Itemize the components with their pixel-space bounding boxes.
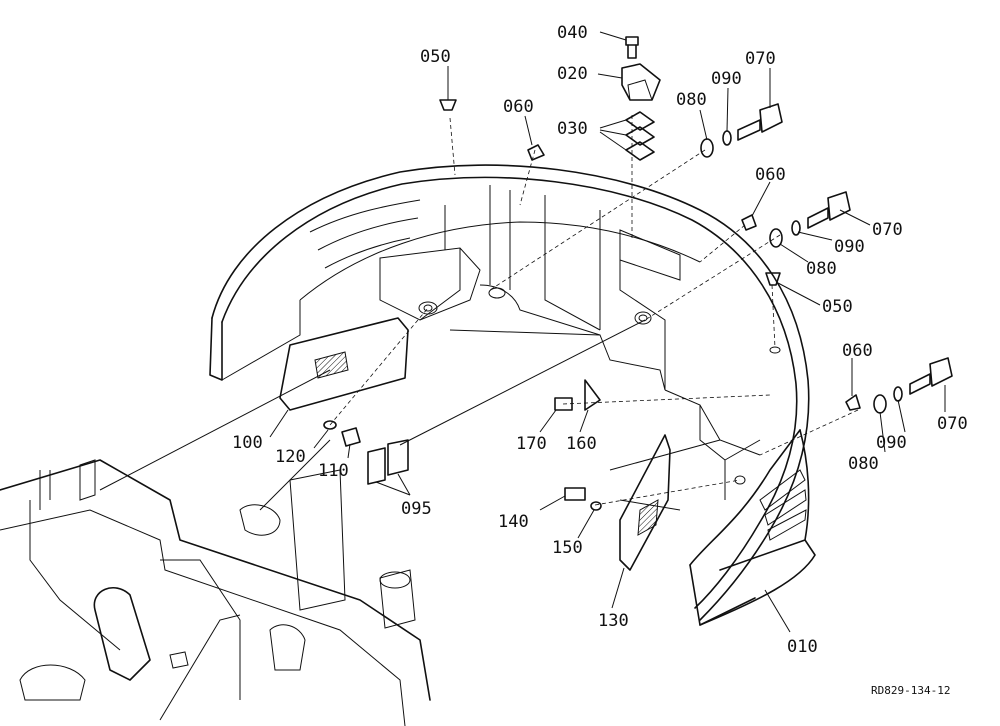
callout-070: 070 — [937, 414, 968, 434]
callout-130: 130 — [598, 611, 629, 631]
callout-060: 060 — [503, 97, 534, 117]
callout-040: 040 — [557, 23, 588, 43]
drawing-code: RD829-134-12 — [871, 684, 950, 697]
callout-100: 100 — [232, 433, 263, 453]
callout-140: 140 — [498, 512, 529, 532]
callout-030: 030 — [557, 119, 588, 139]
callout-080: 080 — [806, 259, 837, 279]
callout-110: 110 — [318, 461, 349, 481]
assembly-lines — [99, 115, 859, 511]
callout-120: 120 — [275, 447, 306, 467]
callout-010: 010 — [787, 637, 818, 657]
callout-070: 070 — [872, 220, 903, 240]
callout-080: 080 — [676, 90, 707, 110]
callout-070: 070 — [745, 49, 776, 69]
callout-090: 090 — [834, 237, 865, 257]
callout-labels: 040 020 030 050 060 080 090 070 060 070 … — [232, 23, 968, 697]
callout-020: 020 — [557, 64, 588, 84]
callout-080: 080 — [848, 454, 879, 474]
counterweight-body — [209, 164, 816, 626]
callout-050: 050 — [822, 297, 853, 317]
callout-095: 095 — [401, 499, 432, 519]
callout-050: 050 — [420, 47, 451, 67]
callout-090: 090 — [876, 433, 907, 453]
callout-150: 150 — [552, 538, 583, 558]
callout-160: 160 — [566, 434, 597, 454]
callout-060: 060 — [842, 341, 873, 361]
callout-090: 090 — [711, 69, 742, 89]
hardware-parts — [279, 36, 953, 571]
machine-frame — [0, 459, 431, 726]
callout-170: 170 — [516, 434, 547, 454]
callout-leaders — [269, 31, 946, 633]
callout-060: 060 — [755, 165, 786, 185]
